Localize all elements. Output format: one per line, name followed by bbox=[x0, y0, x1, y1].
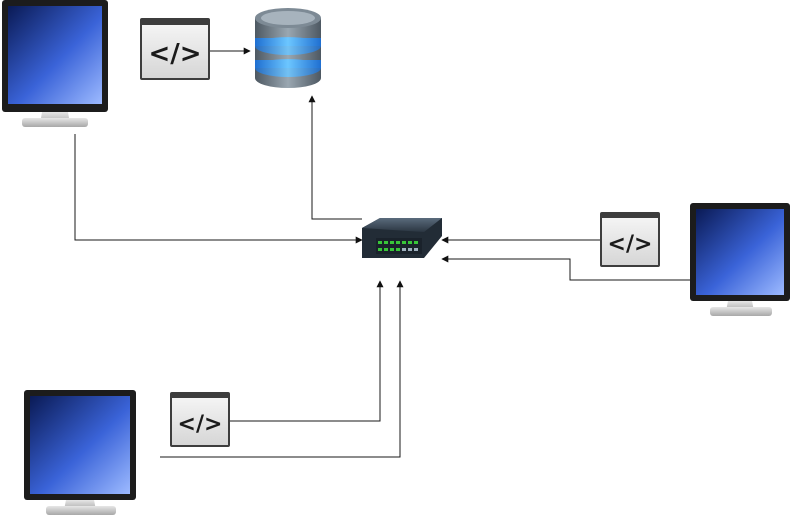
monitor-bottom-left-icon bbox=[24, 390, 136, 515]
code-glyph-right: </> bbox=[608, 232, 653, 257]
code-glyph-top: </> bbox=[148, 39, 201, 69]
database-icon bbox=[255, 8, 321, 88]
connector-switch-to-database bbox=[308, 95, 362, 220]
connectors bbox=[74, 47, 690, 458]
code-window-right-icon: </> bbox=[600, 212, 660, 267]
network-switch-icon bbox=[362, 218, 442, 258]
connector-bottom-monitor-to-switch bbox=[160, 280, 404, 458]
code-glyph-bottom: </> bbox=[178, 412, 223, 437]
code-window-bottom-icon: </> bbox=[170, 392, 230, 447]
code-window-top-icon: </> bbox=[140, 18, 210, 80]
monitor-right-icon bbox=[690, 203, 790, 316]
connector-top-monitor-to-switch bbox=[74, 134, 363, 244]
monitor-top-left-icon bbox=[2, 0, 108, 127]
connector-bottom-code-to-switch bbox=[230, 280, 384, 422]
connector-right-monitor-to-switch bbox=[441, 255, 690, 281]
